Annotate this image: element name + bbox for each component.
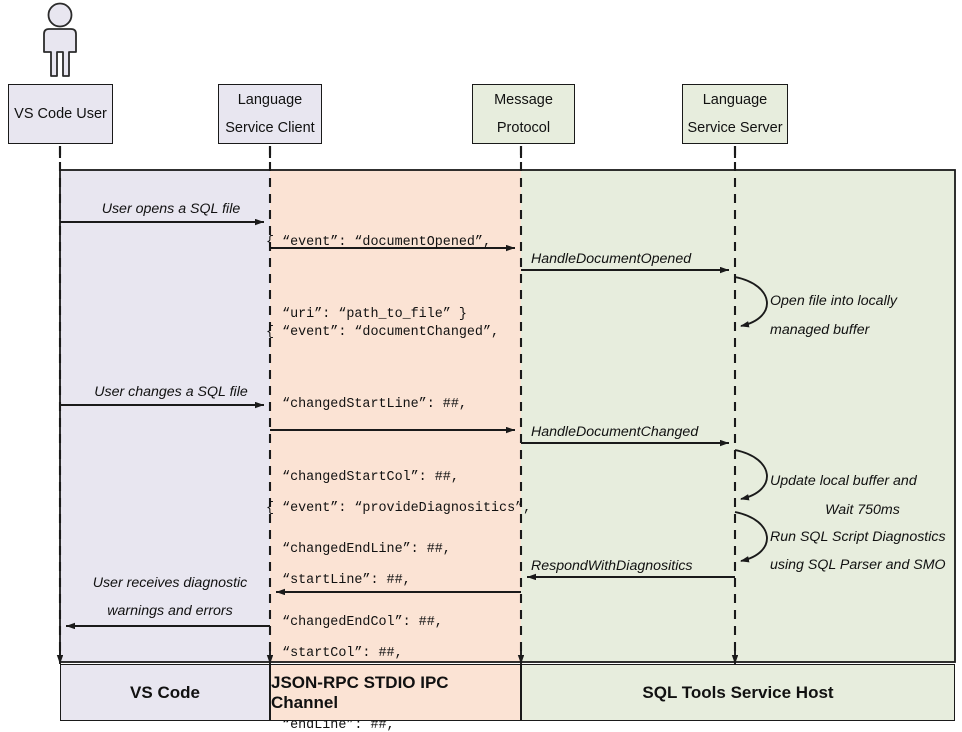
footer-cell-sql-tools-host[interactable]: SQL Tools Service Host xyxy=(521,664,955,721)
self-call-loops xyxy=(734,276,768,563)
band-green xyxy=(521,170,955,662)
footer-cell-vs-code[interactable]: VS Code xyxy=(60,664,270,721)
message-label-handle-document-opened: HandleDocumentOpened xyxy=(531,251,692,267)
participant-label-line: Service Client xyxy=(225,120,315,136)
self-call-label-run-diagnostics-line1: Run SQL Script Diagnostics xyxy=(770,529,946,545)
payload-line: “startCol”: ##, xyxy=(266,645,403,661)
payload-document-opened: { “event”: “documentOpened”, “uri”: “pat… xyxy=(266,200,491,358)
self-call-label-open-file-buffer-line1: Open file into locally xyxy=(770,293,897,309)
participant-message-protocol[interactable]: Message Protocol xyxy=(472,84,575,144)
self-call-label-run-diagnostics-line2: using SQL Parser and SMO xyxy=(770,557,946,573)
message-label-user-changes-file: User changes a SQL file xyxy=(94,384,248,400)
band-peach xyxy=(270,170,521,662)
participant-label-line: Message xyxy=(494,91,553,108)
message-label-user-receives-diagnostics-line2: warnings and errors xyxy=(107,603,233,619)
person-icon xyxy=(43,2,77,77)
self-call-label-open-file-buffer-line2: managed buffer xyxy=(770,322,870,338)
loop-open-file-buffer xyxy=(734,276,768,328)
footer-cell-json-rpc-channel[interactable]: JSON-RPC STDIO IPC Channel xyxy=(270,664,521,721)
payload-line: { “event”: “documentChanged”, xyxy=(266,325,500,340)
message-label-handle-document-changed: HandleDocumentChanged xyxy=(531,424,699,440)
message-label-user-opens-file: User opens a SQL file xyxy=(101,201,241,217)
payload-line: “changedStartLine”: ##, xyxy=(266,397,467,413)
loop-update-buffer-wait xyxy=(734,449,768,501)
payload-line: “endLine”: ##, xyxy=(266,718,395,732)
self-call-label-update-buffer-line2: Wait 750ms xyxy=(825,502,900,518)
participant-label-line: Language xyxy=(237,91,303,108)
loop-run-diagnostics xyxy=(734,511,768,563)
payload-line: “changedStartCol”: ##, xyxy=(266,469,459,485)
band-lavender xyxy=(60,170,270,662)
lifelines xyxy=(58,146,737,662)
participant-label-line: Language xyxy=(702,91,768,108)
participant-language-service-client[interactable]: Language Service Client xyxy=(218,84,322,144)
payload-line: “startLine”: ##, xyxy=(266,573,411,589)
footer-label: VS Code xyxy=(130,682,200,702)
participant-language-service-server[interactable]: Language Service Server xyxy=(682,84,788,144)
footer-terminators xyxy=(56,648,739,664)
payload-provide-diagnostics: { “event”: “provideDiagnositics”, “start… xyxy=(266,466,531,732)
participant-label-line: VS Code User xyxy=(14,105,107,122)
message-label-user-receives-diagnostics-line1: User receives diagnostic xyxy=(92,575,248,591)
participant-label-line: Protocol xyxy=(496,120,551,136)
payload-line: “changedEndLine”: ##, xyxy=(266,542,451,558)
lifeline-stubs xyxy=(58,146,737,158)
payload-line: { “event”: “provideDiagnositics”, xyxy=(266,501,532,516)
message-label-respond-with-diagnostics: RespondWithDiagnositics xyxy=(531,558,693,574)
message-arrows xyxy=(60,218,735,630)
payload-line: “changedEndCol”: ##, xyxy=(266,614,443,630)
self-call-label-update-buffer-line1: Update local buffer and xyxy=(770,473,917,489)
payload-line: { “event”: “documentOpened”, xyxy=(266,235,491,250)
participant-label-line: Service Server xyxy=(687,120,783,136)
footer-label: SQL Tools Service Host xyxy=(642,682,834,702)
participant-vs-code-user[interactable]: VS Code User xyxy=(8,84,113,144)
footer-label: JSON-RPC STDIO IPC Channel xyxy=(271,672,449,712)
payload-line: “uri”: “path_to_file” } xyxy=(266,307,467,323)
